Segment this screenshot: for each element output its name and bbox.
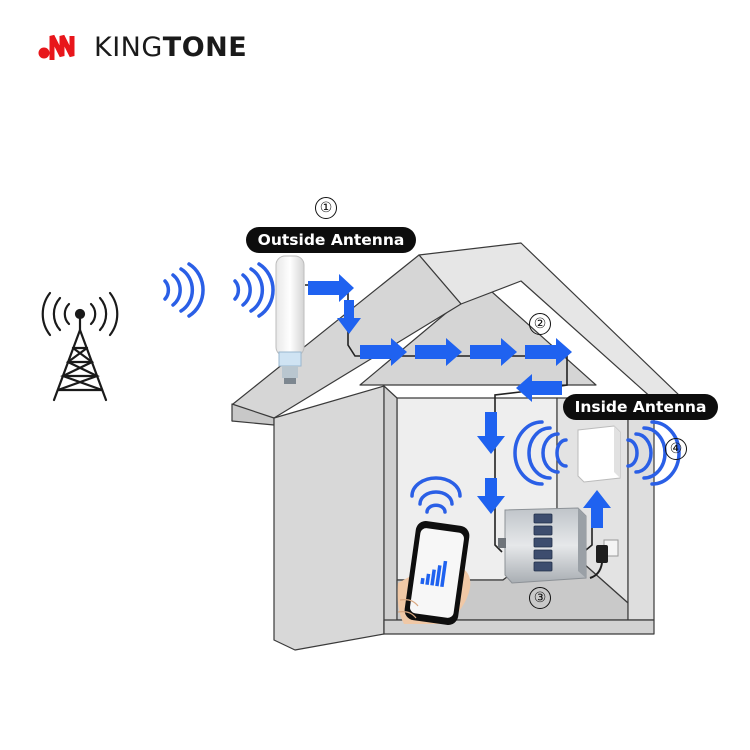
inside-antenna-label: Inside Antenna	[563, 394, 718, 420]
flow-arrow-icon	[337, 300, 361, 334]
flow-arrow-icon	[308, 274, 354, 302]
indoor-panel-antenna-icon	[577, 425, 621, 483]
flow-arrow-icon	[415, 338, 462, 366]
outside-antenna-label: Outside Antenna	[246, 227, 416, 253]
signal-wave-icon	[233, 262, 275, 318]
house-wall-left	[273, 385, 385, 651]
cell-tower-icon	[41, 291, 119, 402]
kingtone-logo-icon	[38, 34, 75, 60]
signal-wave-icon	[410, 476, 462, 514]
step-number-1: ①	[315, 197, 337, 219]
brand-name-part2: TONE	[162, 31, 248, 63]
signal-wave-icon	[163, 262, 205, 318]
signal-wave-icon	[513, 420, 568, 486]
flow-arrow-icon	[360, 338, 407, 366]
flow-arrow-icon	[470, 338, 517, 366]
brand-name-part1: KING	[94, 31, 163, 63]
flow-arrows	[308, 274, 611, 528]
house-frame-right	[627, 397, 655, 621]
flow-arrow-icon	[477, 412, 505, 454]
signal-booster-icon	[498, 507, 587, 584]
interior-left-wall	[383, 385, 398, 635]
smartphone-icon	[397, 521, 471, 625]
flow-arrow-icon	[583, 490, 611, 528]
power-adapter-icon	[589, 539, 619, 579]
step-number-2: ②	[529, 313, 551, 335]
step-number-3: ③	[529, 587, 551, 609]
brand-logo: KINGTONE	[38, 30, 247, 64]
flow-arrow-icon	[516, 374, 562, 402]
brand-name: KINGTONE	[94, 32, 247, 63]
flow-arrow-icon	[477, 478, 505, 514]
flow-arrow-icon	[525, 338, 572, 366]
outdoor-antenna-icon	[275, 255, 305, 384]
step-number-4: ④	[665, 438, 687, 460]
